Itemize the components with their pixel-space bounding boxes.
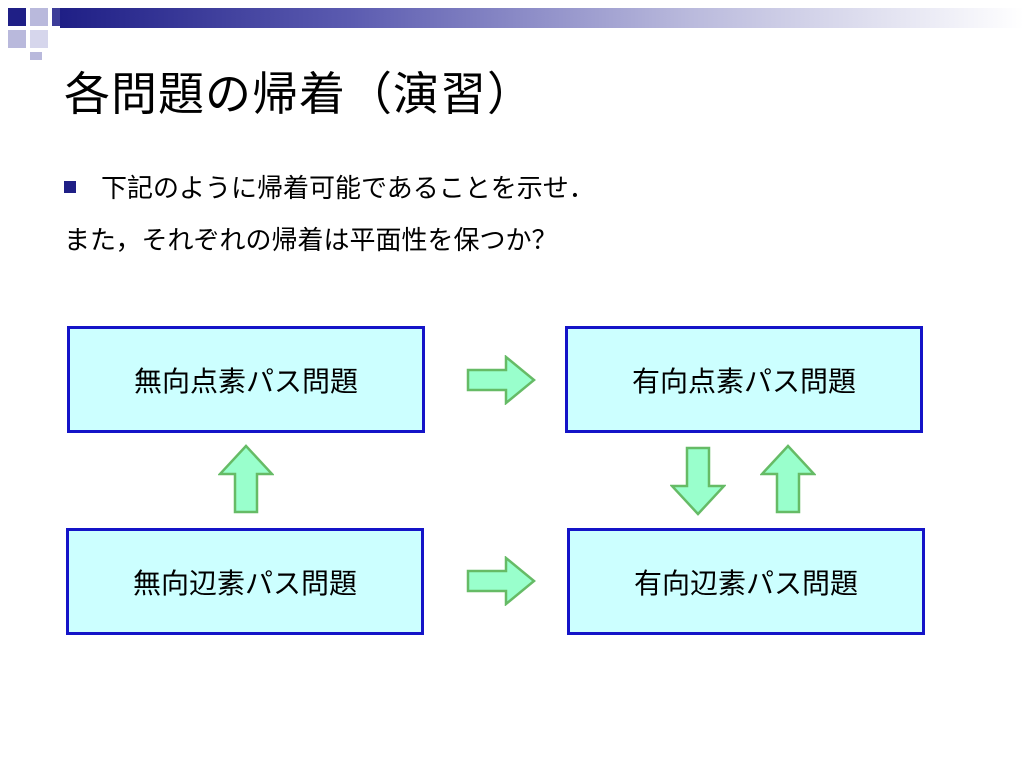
square-bullet-icon bbox=[64, 181, 76, 193]
arrow-up-icon bbox=[218, 444, 274, 514]
box-undirected-edge-disjoint-paths: 無向辺素パス問題 bbox=[66, 528, 424, 635]
box-directed-edge-disjoint-paths: 有向辺素パス問題 bbox=[567, 528, 925, 635]
decor-square-light bbox=[8, 30, 26, 48]
arrow-right-icon bbox=[466, 556, 536, 606]
box-undirected-vertex-disjoint-paths: 無向点素パス問題 bbox=[67, 326, 425, 433]
arrow-down-icon bbox=[670, 446, 726, 516]
arrow-up-icon bbox=[760, 444, 816, 514]
header-gradient-bar bbox=[60, 8, 1024, 28]
continuation-text: また，それぞれの帰着は平面性を保つか？ bbox=[64, 226, 558, 256]
decor-square-light bbox=[30, 52, 42, 60]
decor-square-light bbox=[30, 30, 48, 48]
decor-square-light bbox=[30, 8, 48, 26]
box-directed-vertex-disjoint-paths: 有向点素パス問題 bbox=[565, 326, 923, 433]
slide-title: 各問題の帰着（演習） bbox=[64, 67, 534, 121]
decor-square-dark bbox=[8, 8, 26, 26]
bullet-text: 下記のように帰着可能であることを示せ． bbox=[101, 174, 595, 204]
corner-decoration bbox=[0, 0, 80, 60]
arrow-right-icon bbox=[466, 355, 536, 405]
